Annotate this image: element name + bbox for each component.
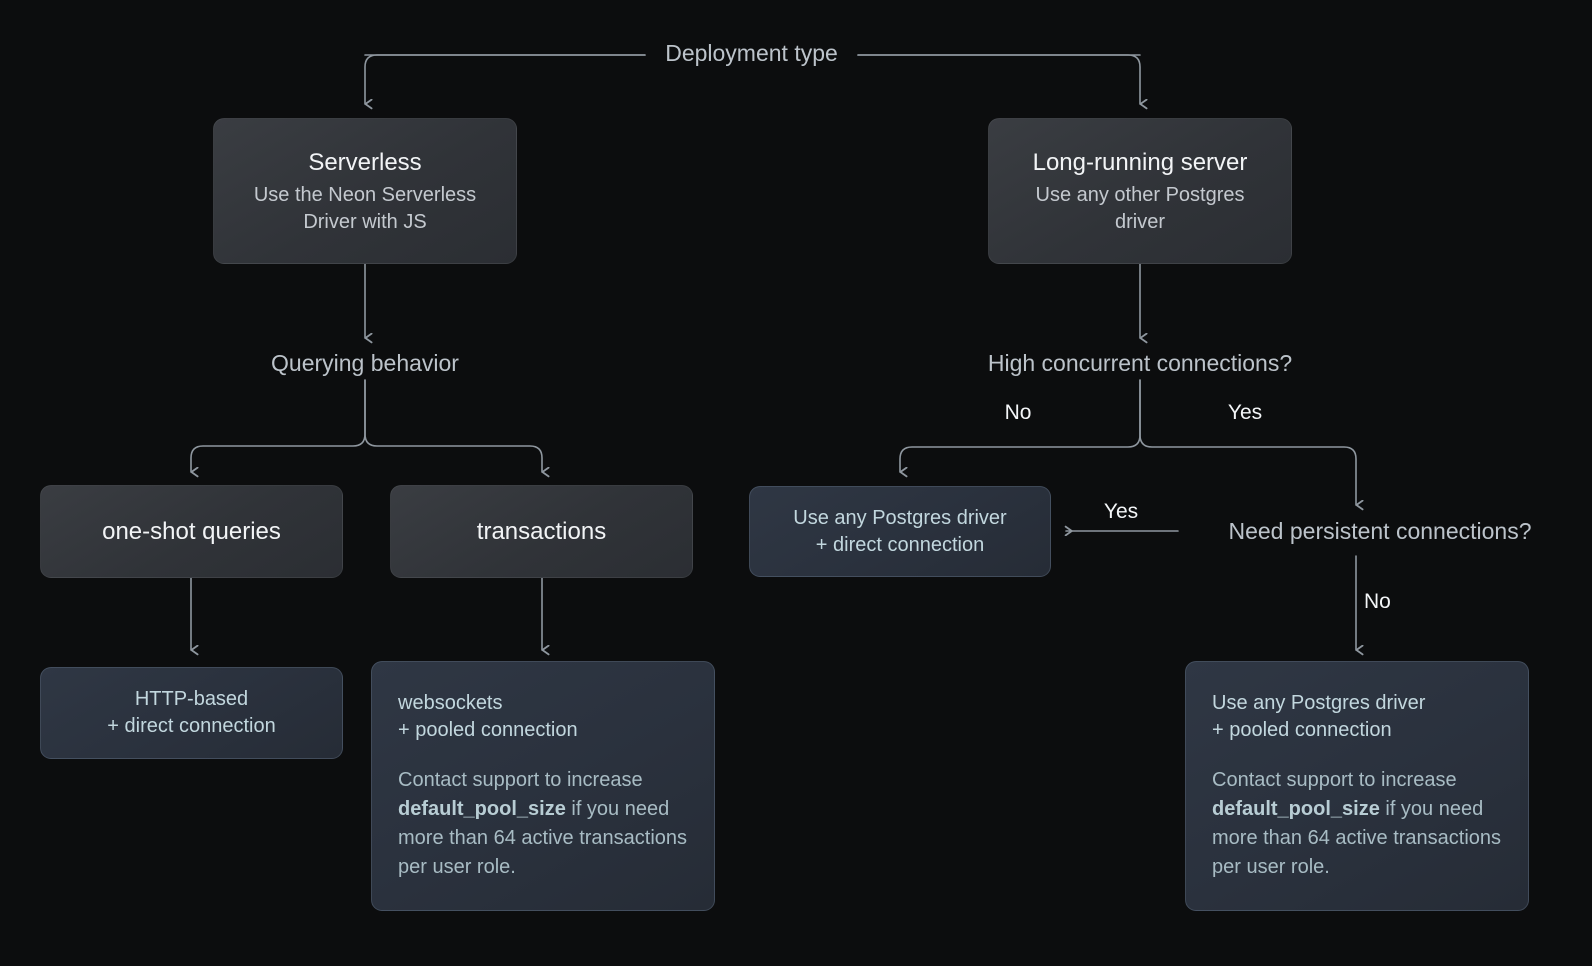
node-driver-direct-subtitle: + direct connection [815, 533, 985, 556]
edge-root-to-longrunning [857, 54, 1140, 104]
node-transactions-title: transactions [476, 517, 607, 545]
diagram-title: Deployment type [665, 40, 838, 66]
caption-high-concurrent-connections: High concurrent connections? [987, 350, 1293, 376]
node-websockets-body-code: default_pool_size [398, 797, 566, 820]
node-websockets-body-after: if you need more than 64 active transact… [398, 797, 688, 878]
edge-label-persistent-no: No [1364, 590, 1391, 613]
node-long-running-title: Long-running server [1032, 148, 1248, 176]
node-driver-pooled-body-code: default_pool_size [1212, 797, 1380, 820]
edge-label-persistent-yes: Yes [1103, 500, 1139, 523]
node-websockets-body-before: Contact support to increase [398, 768, 643, 791]
node-serverless-title: Serverless [308, 148, 422, 176]
node-websockets-title: websockets [398, 692, 503, 715]
node-http-subtitle: + direct connection [107, 715, 276, 737]
edge-concurrent-no [899, 379, 1141, 472]
node-driver-pooled-body-after: if you need more than 64 active transact… [1212, 797, 1502, 878]
node-driver-pooled-body: Contact support to increase default_pool… [1212, 766, 1502, 882]
edge-label-concurrent-no: No [1004, 401, 1032, 424]
node-long-running-subtitle: Use any other Postgres driver [1035, 184, 1245, 233]
node-http-title: HTTP-based [134, 688, 249, 711]
node-driver-pooled-subtitle: + pooled connection [1212, 719, 1392, 741]
node-driver-pooled[interactable]: Use any Postgres driver + pooled connect… [1185, 661, 1529, 911]
edge-querying-to-oneshot [190, 379, 366, 472]
node-one-shot-title: one-shot queries [102, 517, 281, 545]
node-serverless[interactable]: Serverless Use the Neon Serverless Drive… [213, 118, 517, 264]
node-serverless-subtitle: Use the Neon Serverless Driver with JS [253, 184, 477, 233]
caption-querying-behavior: Querying behavior [271, 350, 459, 376]
node-long-running-server[interactable]: Long-running server Use any other Postgr… [988, 118, 1292, 264]
node-driver-pooled-body-before: Contact support to increase [1212, 768, 1457, 791]
node-transactions[interactable]: transactions [390, 485, 693, 578]
node-driver-direct-title: Use any Postgres driver [793, 506, 1007, 529]
node-driver-direct-connection[interactable]: Use any Postgres driver + direct connect… [749, 486, 1051, 577]
edge-root-to-serverless [364, 54, 646, 104]
caption-need-persistent-connections: Need persistent connections? [1228, 518, 1532, 544]
edge-label-concurrent-yes: Yes [1227, 401, 1263, 424]
node-driver-pooled-title: Use any Postgres driver [1212, 692, 1426, 715]
node-http-direct-connection[interactable]: HTTP-based + direct connection [40, 667, 343, 759]
node-one-shot-queries[interactable]: one-shot queries [40, 485, 343, 578]
edge-querying-to-transactions [364, 379, 542, 472]
edge-concurrent-yes [1139, 379, 1356, 505]
node-websockets-subtitle: + pooled connection [398, 719, 578, 741]
node-websockets-pooled[interactable]: websockets + pooled connection Contact s… [371, 661, 715, 911]
node-websockets-body: Contact support to increase default_pool… [398, 766, 688, 882]
